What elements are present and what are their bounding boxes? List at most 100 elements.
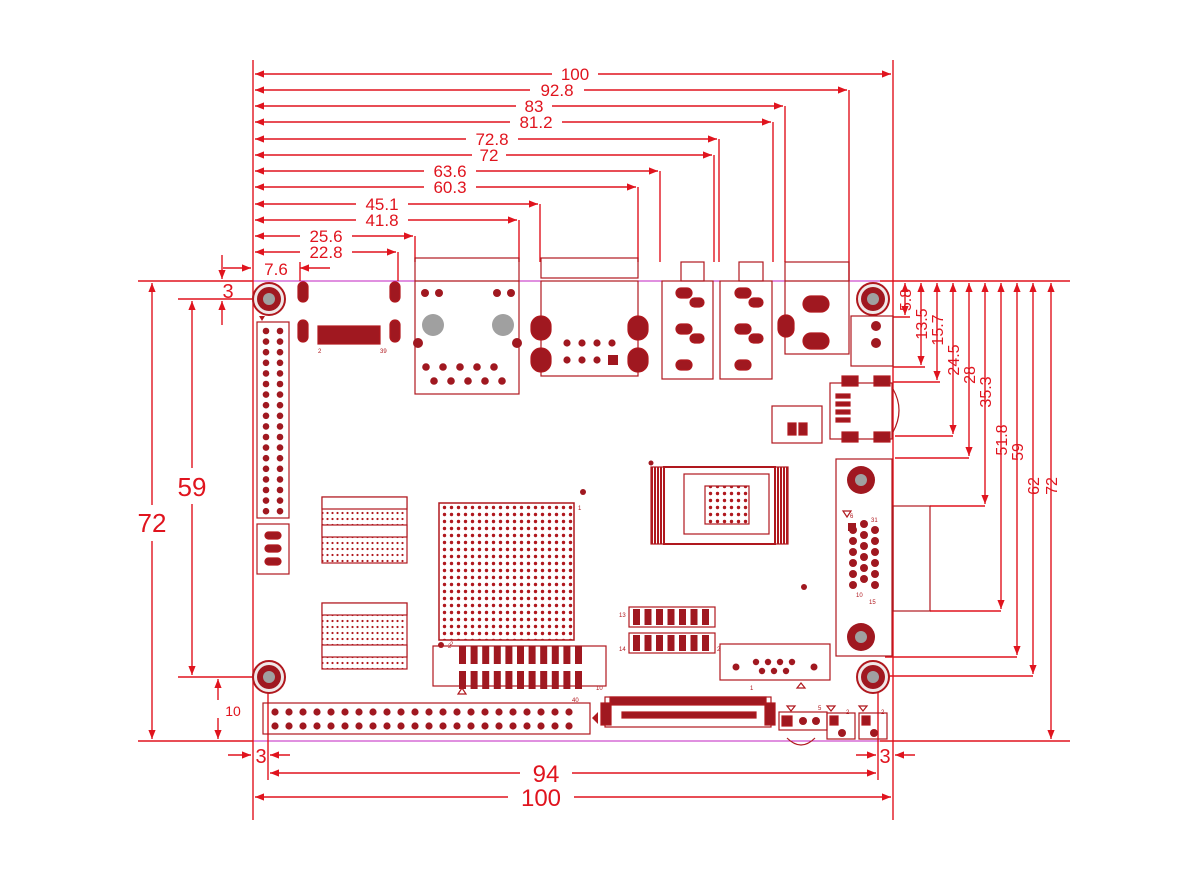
ram-chip-lower <box>321 602 408 670</box>
ram-chip-upper <box>321 496 408 564</box>
pin-pad <box>355 708 363 716</box>
dc-jack <box>777 261 850 355</box>
pin-pad <box>860 553 868 561</box>
svg-text:31: 31 <box>871 518 878 524</box>
pin-pad <box>276 359 284 367</box>
bottom-tiny-connector-b: 2 <box>857 705 888 740</box>
pin-pad <box>608 339 616 347</box>
pin-pad <box>679 609 686 625</box>
pin-pad <box>523 722 531 730</box>
pin-pad <box>276 444 284 451</box>
pin-pad <box>327 722 335 730</box>
top-dimension-labels: 100 92.8 83 81.2 72.8 72 63.6 60.3 45.1 … <box>264 64 598 279</box>
pin-pad <box>481 722 489 730</box>
pin-pad <box>702 609 709 625</box>
pin-pad <box>276 433 284 441</box>
pin-pad <box>313 708 321 716</box>
pin-pad <box>537 708 545 716</box>
pin-pad <box>459 671 466 689</box>
pin-pad <box>430 377 438 385</box>
svg-text:5: 5 <box>818 706 822 712</box>
pin-pad <box>276 423 284 430</box>
pin-pad <box>752 658 760 666</box>
pin-pad <box>425 708 433 716</box>
mount-hole-bottom-left <box>252 660 286 694</box>
pin-pad <box>656 609 663 625</box>
pin-pad <box>355 722 363 730</box>
pin-pad <box>276 380 284 388</box>
pin-pad <box>276 338 284 345</box>
pin-pad <box>262 348 270 356</box>
pin-pad <box>871 559 879 567</box>
pin-pad <box>276 497 284 504</box>
pin-pad <box>276 401 284 409</box>
svg-text:14: 14 <box>619 647 626 653</box>
mount-hole-top-right <box>856 282 890 316</box>
label-72-top: 72 <box>480 146 499 165</box>
pin-pad <box>276 454 284 462</box>
pin-pad <box>383 722 391 730</box>
pin-pad <box>262 497 270 504</box>
pin-pad <box>575 671 582 689</box>
chipset <box>648 460 807 590</box>
mount-hole-bottom-right <box>856 660 890 694</box>
label-22-8: 22.8 <box>309 243 342 262</box>
pin-pad <box>782 667 790 675</box>
pin-pad <box>262 338 270 345</box>
pin-pad <box>459 646 466 664</box>
pin-pad <box>341 708 349 716</box>
pin-pad <box>528 671 536 689</box>
pin-pad <box>262 444 270 451</box>
label-72-8: 72.8 <box>475 130 508 149</box>
components: 2 39 <box>256 257 931 746</box>
pin-pad <box>397 708 405 716</box>
pin-pad <box>262 465 270 473</box>
pin-pad <box>871 537 879 545</box>
pin-pad <box>262 412 270 420</box>
right-dimension-group <box>880 280 1070 742</box>
pin-pad <box>849 548 857 556</box>
pin-pad <box>498 377 506 385</box>
pin-pad <box>467 708 475 716</box>
pin-pad <box>453 708 461 716</box>
pin-pad <box>871 581 879 589</box>
pin-pad <box>262 507 270 515</box>
pin-pad <box>299 722 307 730</box>
pin-pad <box>608 355 618 365</box>
pin-pad <box>860 520 868 528</box>
svg-text:15: 15 <box>869 600 876 606</box>
pin-pad <box>517 671 524 689</box>
pin-pad <box>313 722 321 730</box>
svg-text:1: 1 <box>578 506 582 512</box>
pin-pad <box>517 646 524 664</box>
label-41-8: 41.8 <box>365 211 398 230</box>
pin-pad <box>493 671 501 689</box>
pin-pad <box>849 570 857 578</box>
label-100-top: 100 <box>561 65 589 84</box>
pin-pad <box>299 708 307 716</box>
label-left-72: 72 <box>138 508 167 538</box>
pin-pad <box>262 476 270 483</box>
pin-pad <box>262 433 270 441</box>
left-pin-header <box>256 316 290 575</box>
right-edge-connector <box>850 315 894 367</box>
label-r15-7: 15.7 <box>930 314 947 345</box>
bottom-small-connector: 5 <box>778 705 828 746</box>
pin-pad <box>276 465 284 473</box>
pin-pad <box>860 531 868 539</box>
pin-pad <box>702 635 709 651</box>
label-r13-5: 13.5 <box>914 308 931 339</box>
pin-pad <box>271 708 279 716</box>
pin-pad <box>871 570 879 578</box>
vga-connector: 6 31 10 15 <box>835 458 931 657</box>
pin-pad <box>439 363 447 371</box>
label-left-59: 59 <box>178 472 207 502</box>
pin-pad <box>593 339 601 347</box>
pin-pad <box>565 722 573 730</box>
pin-pad <box>481 708 489 716</box>
pin-pad <box>327 708 335 716</box>
pin-pad <box>578 339 586 347</box>
pin-pad <box>482 671 490 689</box>
pin-pad <box>690 635 698 651</box>
